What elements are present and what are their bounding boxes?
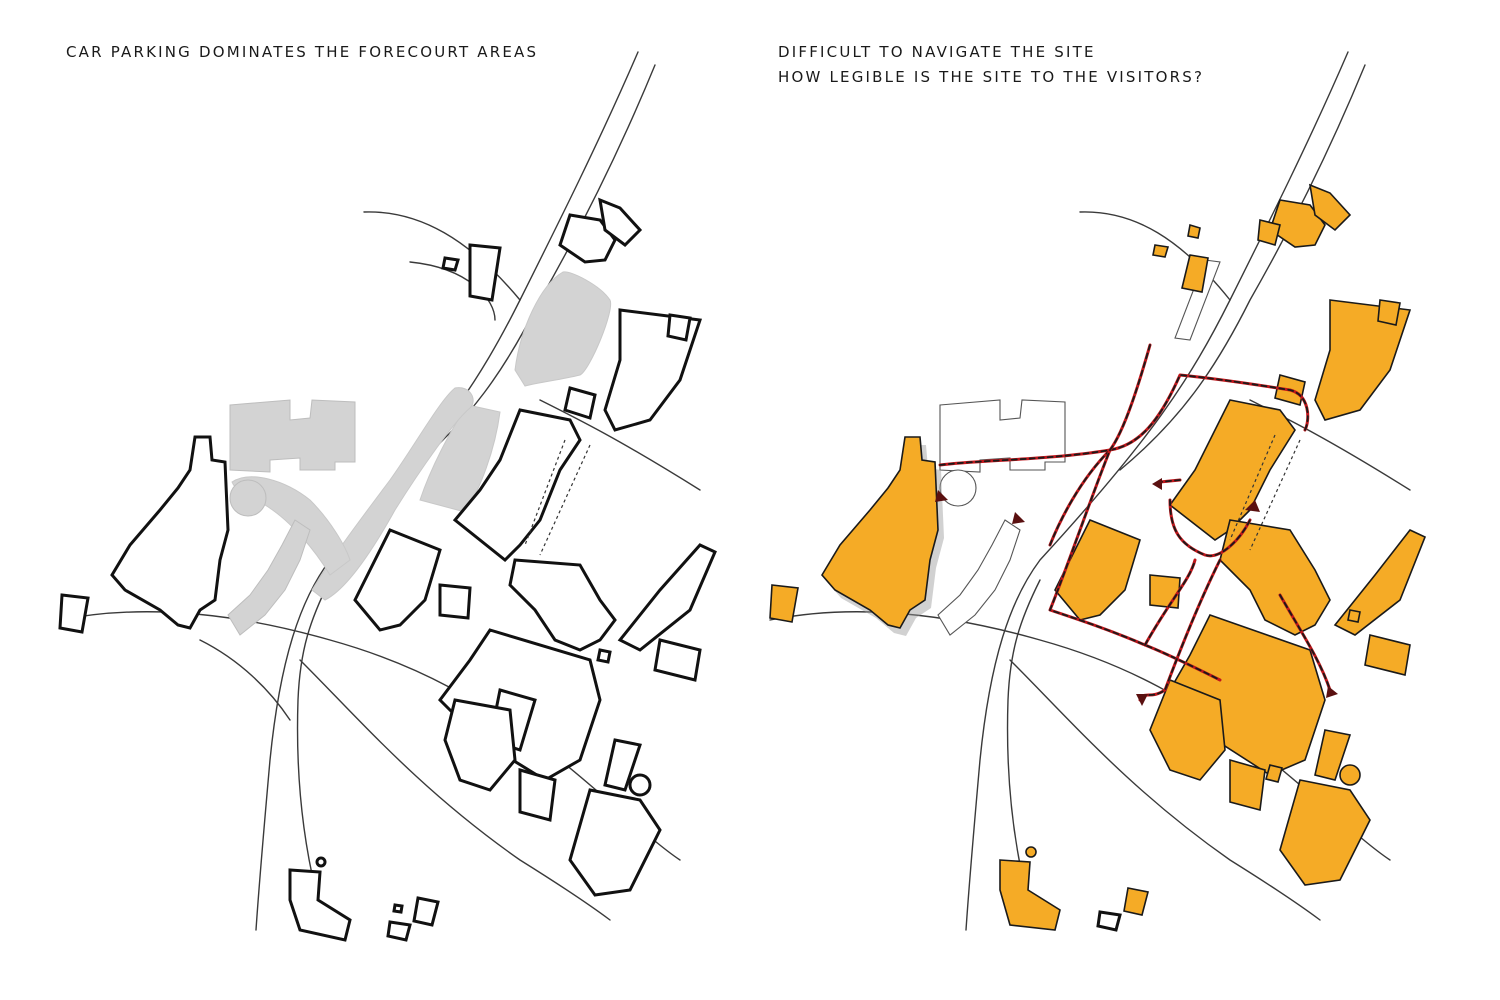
white-buildings [937,259,1221,636]
orange-buildings [769,183,1427,932]
right-caption-line-2: HOW LEGIBLE IS THE SITE TO THE VISITORS? [778,68,1205,86]
visitor-routes [938,343,1332,702]
dotted-connection [524,439,591,556]
site-map-parking [58,51,717,942]
right-caption-line-1: DIFFICULT TO NAVIGATE THE SITE [778,43,1096,61]
car-parking-areas [231,271,612,601]
site-map-navigation [769,51,1427,932]
dotted-connection [1229,434,1301,551]
left-panel-caption: CAR PARKING DOMINATES THE FORECOURT AREA… [66,43,539,61]
building-outlines [58,197,717,942]
grey-buildings [227,399,356,636]
right-panel-caption: DIFFICULT TO NAVIGATE THE SITE HOW LEGIB… [778,40,1204,90]
route-arrows [935,478,1338,706]
